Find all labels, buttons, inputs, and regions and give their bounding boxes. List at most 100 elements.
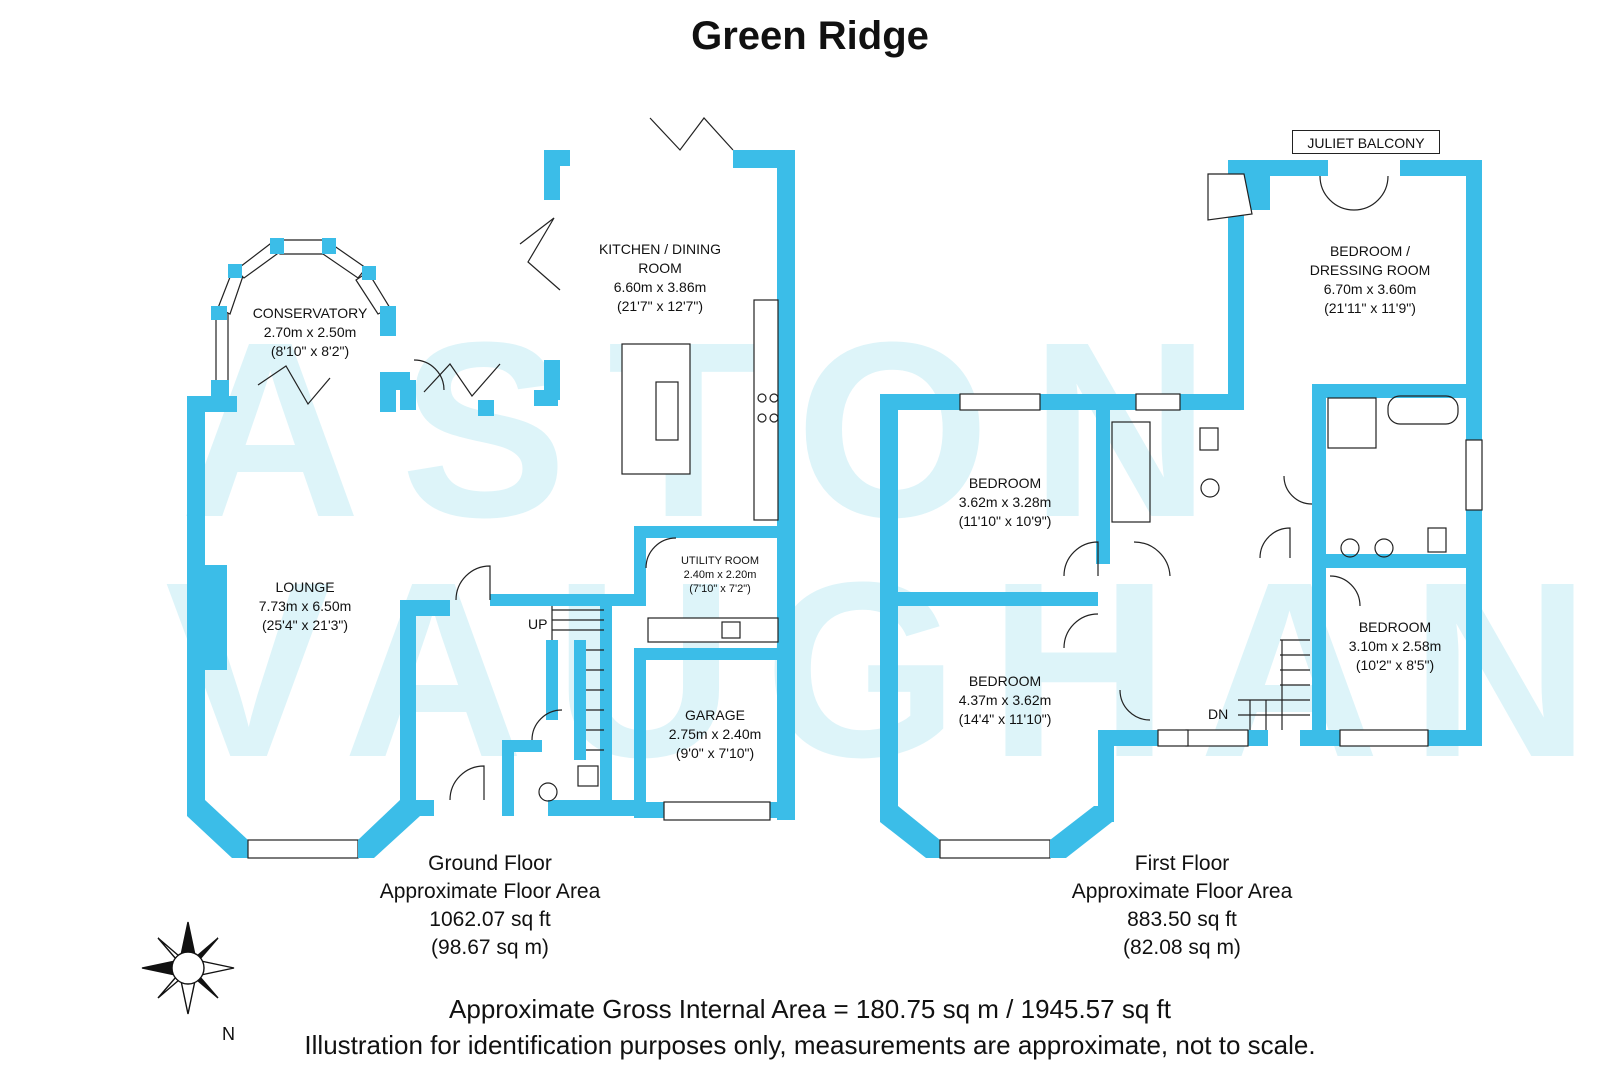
wall	[490, 594, 636, 606]
wall	[228, 264, 242, 278]
utility-worktop	[647, 617, 779, 643]
door-swing	[1259, 527, 1291, 559]
stairs-up-label: UP	[528, 616, 548, 632]
wall	[634, 526, 646, 606]
door-swing	[1329, 575, 1361, 607]
room-dimensions-metric: 7.73m x 6.50m	[258, 598, 352, 614]
wall	[534, 390, 558, 406]
watermark-line-1: ASTON	[180, 290, 1251, 569]
room-label-bedroom-1: BEDROOM 3.62m x 3.28m (11'10" x 10'9")	[930, 474, 1080, 531]
room-dimensions-imperial: (9'0" x 7'10")	[675, 745, 755, 761]
wall	[380, 372, 396, 412]
wall	[502, 740, 542, 752]
bay-wall	[187, 800, 248, 858]
wall	[777, 150, 795, 820]
first-floor-window	[959, 393, 1041, 411]
wall	[574, 640, 586, 760]
first-floor-plan	[880, 160, 1482, 859]
wall	[400, 600, 416, 816]
room-label-kitchen: KITCHEN / DINING ROOM 6.60m x 3.86m (21'…	[560, 240, 760, 316]
wall	[1400, 160, 1482, 176]
room-dimensions-metric: 2.40m x 2.20m	[683, 569, 757, 581]
wall	[211, 306, 227, 320]
door-swing	[1133, 541, 1171, 577]
wall	[187, 396, 237, 412]
disclaimer: Illustration for identification purposes…	[304, 1030, 1316, 1060]
wall	[270, 238, 284, 254]
bay-window	[939, 839, 1051, 859]
room-dimensions-imperial: (11'10" x 10'9")	[958, 513, 1052, 529]
floor-area-caption: Approximate Floor Area	[379, 880, 601, 903]
wall	[880, 394, 898, 814]
wall	[400, 380, 416, 410]
wall	[380, 306, 396, 336]
wall	[1428, 730, 1482, 746]
door-swing	[1283, 475, 1313, 505]
room-name: BEDROOM	[968, 475, 1042, 491]
wall	[211, 380, 229, 398]
room-dimensions-imperial: (10'2" x 8'5")	[1355, 657, 1435, 673]
basin	[1340, 538, 1360, 558]
plan-title: Green Ridge	[691, 14, 929, 58]
wall	[1300, 730, 1340, 746]
wall	[1180, 394, 1240, 410]
wall	[400, 600, 450, 616]
first-floor-window	[1157, 729, 1189, 747]
garage-door	[663, 801, 771, 821]
wall	[502, 740, 514, 816]
door-swing	[1063, 613, 1099, 649]
wall	[322, 238, 336, 254]
staircase	[552, 609, 604, 751]
room-dimensions-metric: 2.70m x 2.50m	[263, 324, 357, 340]
shower-tray	[1327, 397, 1377, 449]
room-dimensions-metric: 3.10m x 2.58m	[1348, 638, 1442, 654]
wall	[600, 594, 612, 804]
first-floor-window	[1339, 729, 1429, 747]
wall	[640, 648, 780, 660]
room-dimensions-imperial: (21'7" x 12'7")	[616, 298, 704, 314]
bifold-door	[257, 365, 331, 406]
room-label-bedroom-dressing: BEDROOM / DRESSING ROOM 6.70m x 3.60m (2…	[1280, 242, 1460, 318]
door-swing	[1119, 689, 1151, 721]
door-swing	[413, 359, 445, 391]
wc-basin	[538, 782, 558, 802]
wall	[187, 396, 205, 808]
utility-sink	[721, 621, 741, 639]
first-floor-window	[1465, 439, 1483, 511]
room-name: GARAGE	[685, 707, 745, 723]
floor-area-sqft: 1062.07 sq ft	[429, 908, 551, 931]
wall	[544, 150, 560, 200]
first-floor-staircase	[1238, 639, 1310, 730]
wall	[880, 394, 960, 410]
room-dimensions-metric: 2.75m x 2.40m	[668, 726, 762, 742]
room-dimensions-metric: 4.37m x 3.62m	[958, 692, 1052, 708]
wall	[362, 266, 376, 280]
bifold-door	[423, 363, 501, 397]
floor-area-sqm: (82.08 sq m)	[1123, 936, 1241, 959]
wall	[640, 526, 780, 538]
wall	[1248, 730, 1268, 746]
wc-toilet	[577, 765, 599, 787]
room-label-conservatory: CONSERVATORY 2.70m x 2.50m (8'10" x 8'2"…	[225, 304, 395, 361]
bath-freestanding	[1387, 395, 1459, 425]
gross-internal-area: Approximate Gross Internal Area = 180.75…	[449, 994, 1171, 1024]
wall	[546, 640, 558, 720]
basin	[1374, 538, 1394, 558]
chimney-breast	[205, 565, 227, 670]
wall	[1098, 730, 1114, 822]
floor-area-sqft: 883.50 sq ft	[1127, 908, 1237, 931]
bay-wall	[1050, 806, 1112, 858]
door-swing	[1063, 541, 1099, 577]
stairs-down-label: DN	[1208, 706, 1229, 722]
door-swing	[455, 565, 491, 601]
first-floor-fixtures	[959, 173, 1483, 747]
wall	[1312, 384, 1466, 398]
bath	[1111, 421, 1151, 523]
floor-name: Ground Floor	[428, 852, 552, 875]
compass-rose	[141, 921, 235, 1015]
door-swing	[531, 709, 563, 741]
wall	[1096, 394, 1110, 564]
wall	[1098, 730, 1158, 746]
wall	[898, 592, 1098, 606]
